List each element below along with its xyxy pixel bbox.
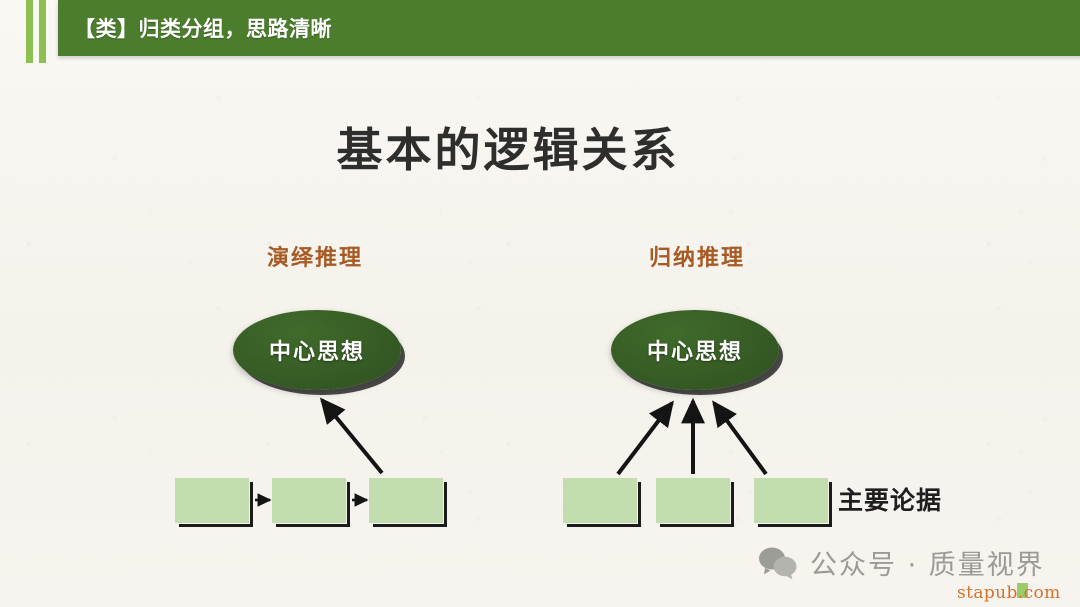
deductive-arrow-to-central-idea bbox=[319, 397, 384, 475]
page-title: 基本的逻辑关系 bbox=[336, 123, 680, 177]
header-title: 【类】归类分组，思路清晰 bbox=[74, 17, 332, 41]
watermark-text: 公众号 · 质量视界 bbox=[810, 550, 1045, 581]
inductive-central-idea-text: 中心思想 bbox=[646, 340, 743, 365]
deductive-central-idea-node: 中心思想 bbox=[233, 310, 401, 390]
deductive-box-3 bbox=[369, 478, 447, 527]
deductive-box-1 bbox=[175, 478, 253, 527]
inductive-box-2 bbox=[656, 478, 734, 527]
wechat-icon bbox=[759, 547, 797, 579]
site-url: stapub.com bbox=[957, 583, 1061, 603]
watermark: 公众号 · 质量视界 bbox=[758, 543, 1045, 582]
inductive-box-3 bbox=[754, 478, 832, 527]
deductive-box-2 bbox=[272, 478, 350, 527]
inductive-arrow-3-to-central-idea bbox=[712, 400, 768, 476]
main-evidence-label: 主要论据 bbox=[838, 486, 943, 515]
header-accent-stripe-2 bbox=[39, 0, 46, 63]
url-accent-chip bbox=[1017, 583, 1028, 598]
header-band bbox=[58, 0, 1080, 56]
inductive-label: 归纳推理 bbox=[648, 246, 745, 271]
deductive-central-idea-text: 中心思想 bbox=[268, 340, 365, 365]
inductive-central-idea-node: 中心思想 bbox=[611, 310, 779, 390]
header-accent-stripe-1 bbox=[26, 0, 33, 63]
inductive-arrow-1-to-central-idea bbox=[616, 400, 674, 476]
inductive-box-1 bbox=[563, 478, 641, 527]
deductive-label: 演绎推理 bbox=[266, 246, 363, 271]
